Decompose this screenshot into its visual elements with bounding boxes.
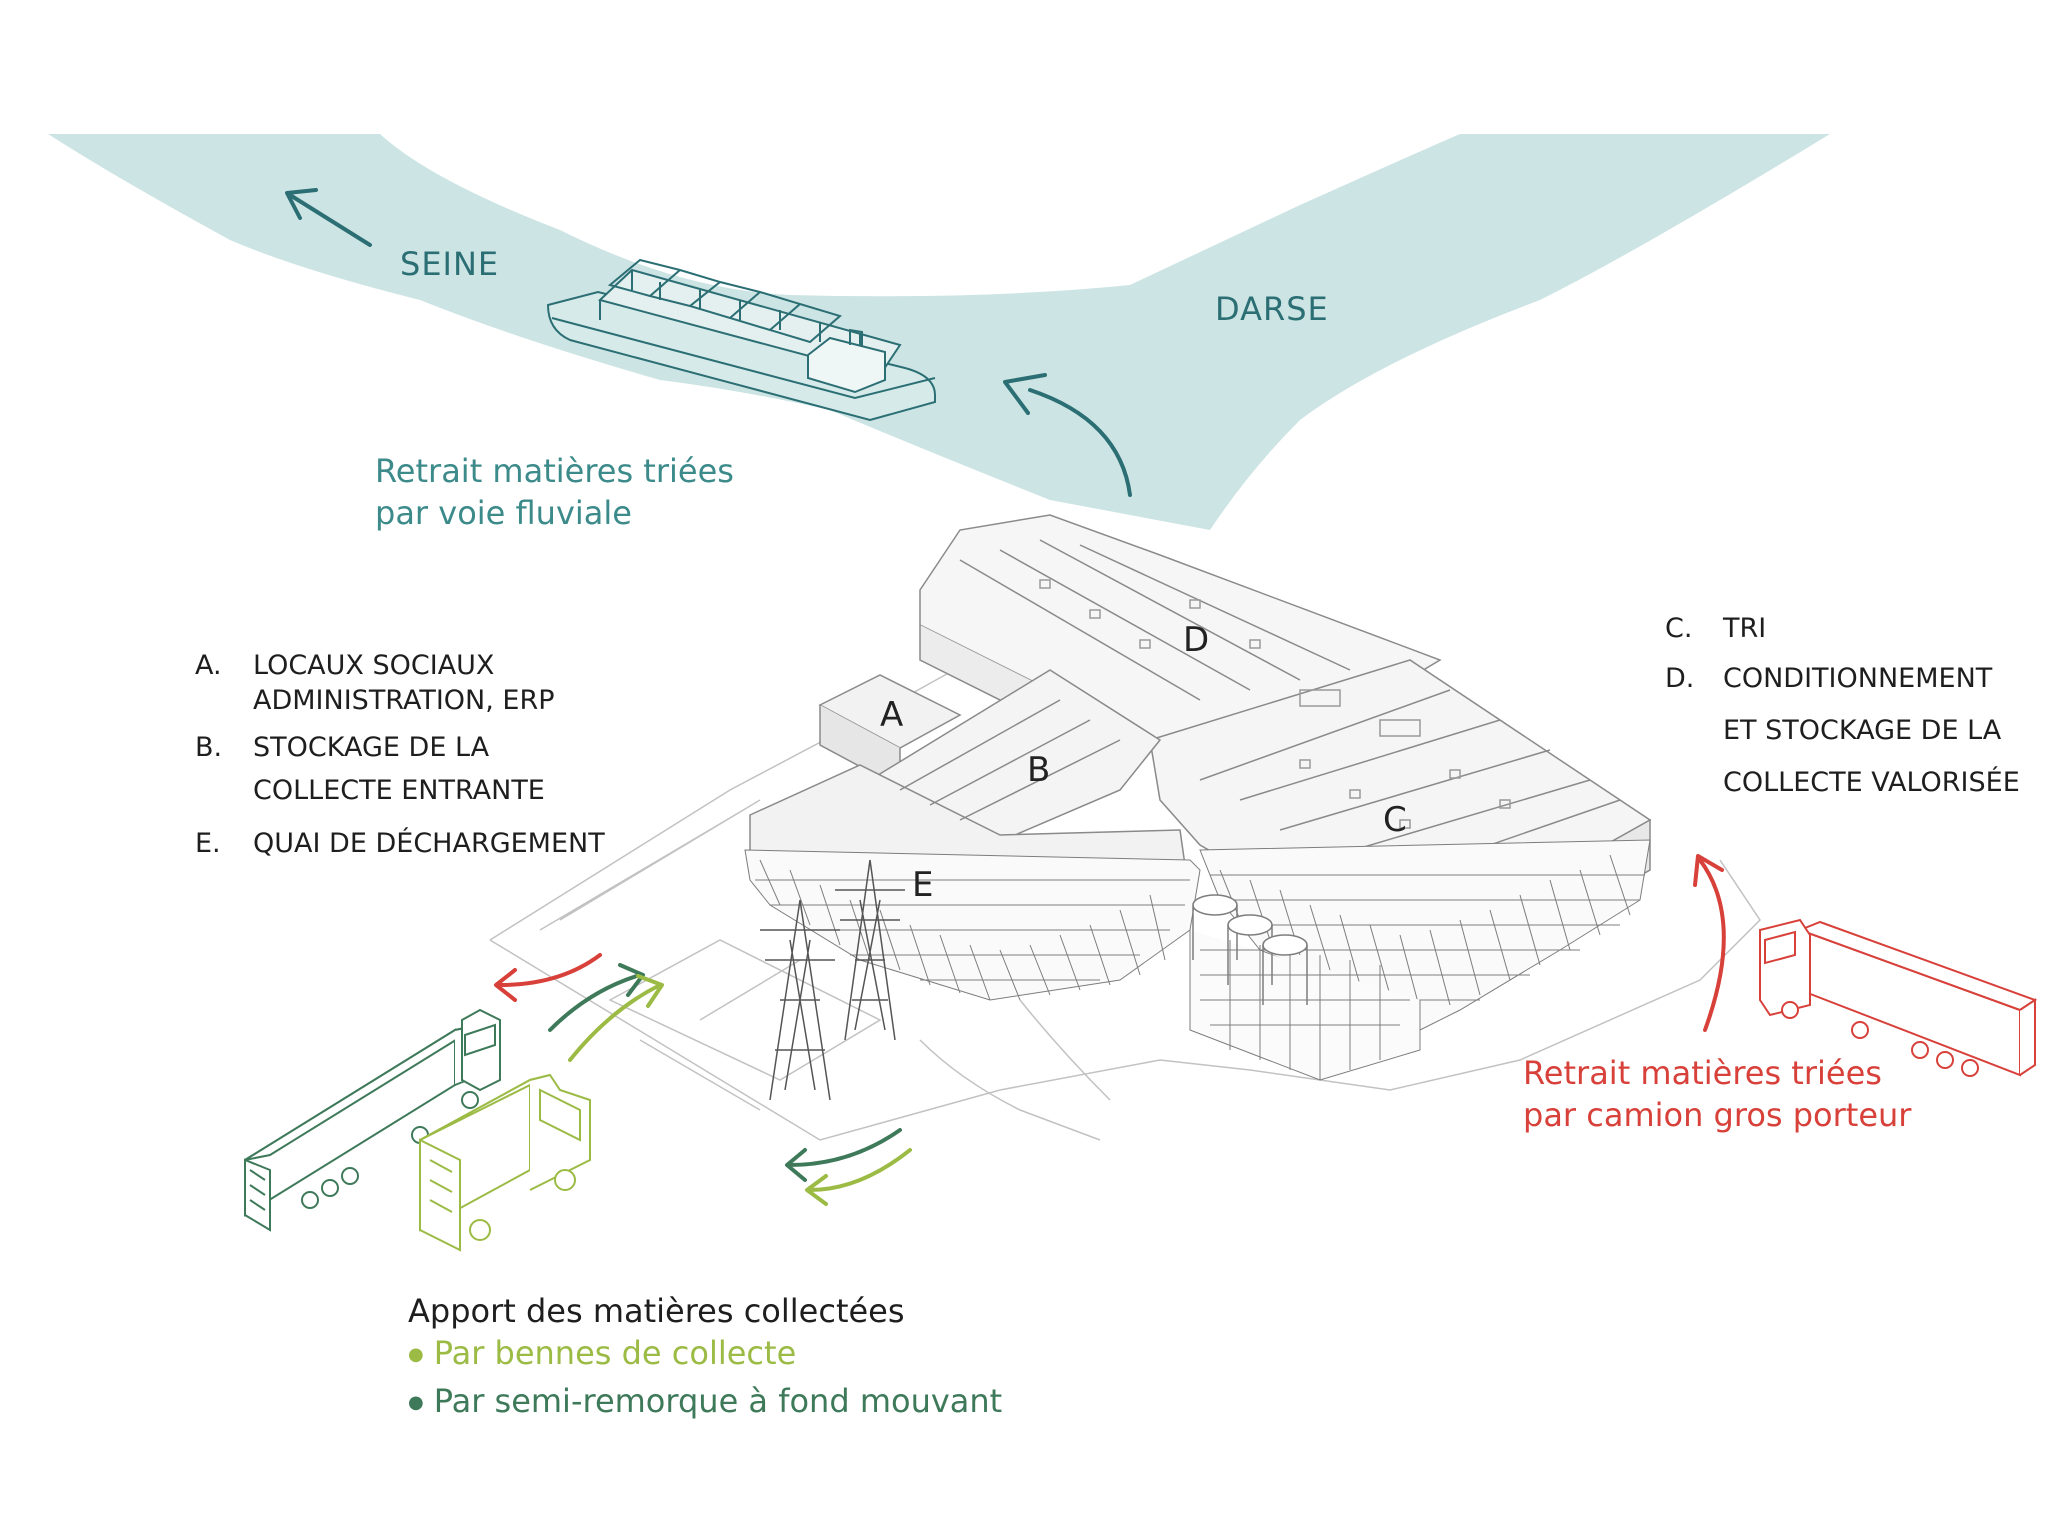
flow-arrow-icon: [785, 1148, 807, 1182]
caption-truck-line1: Retrait matières triées: [1523, 1054, 1882, 1092]
legend-text: ADMINISTRATION, ERP: [253, 685, 555, 716]
flow-arrow-icon: [1028, 388, 1132, 497]
barge-icon: [546, 258, 936, 422]
zone-label-d: D: [1183, 620, 1210, 660]
flow-arrow-icon: [498, 953, 602, 987]
bullet-text: Par semi-remorque à fond mouvant: [433, 1382, 1003, 1420]
label-darse: DARSE: [1215, 290, 1329, 328]
flow-arrow-icon: [1698, 858, 1726, 1032]
zone-label-c: C: [1383, 800, 1407, 840]
flow-arrow-icon: [805, 1174, 828, 1206]
caption-apport-bennes: Par bennes de collecte: [408, 1332, 1002, 1380]
caption-truck-line2: par camion gros porteur: [1523, 1096, 1912, 1134]
legend-key: E.: [195, 828, 221, 859]
legend-left: A. LOCAUX SOCIAUX ADMINISTRATION, ERP B. S…: [195, 652, 605, 857]
facade-mesh: [744, 839, 1651, 1081]
flow-arrow-icon: [1003, 373, 1047, 415]
flow-arrow-icon: [788, 1128, 902, 1167]
caption-river-line1: Retrait matières triées: [375, 452, 734, 490]
legend-text: TRI: [1723, 613, 1767, 644]
legend-item-e: E. QUAI DE DÉCHARGEMENT: [195, 830, 605, 857]
legend-key: C.: [1665, 613, 1693, 644]
bullet-text: Par bennes de collecte: [433, 1334, 797, 1372]
legend-text: ET STOCKAGE DE LA: [1723, 715, 2002, 746]
legend-item-c: C. TRI: [1665, 615, 2020, 665]
zone-label-a: A: [880, 695, 904, 735]
flow-arrow-icon: [494, 968, 517, 1002]
legend-key: A.: [195, 650, 222, 681]
legend-key: B.: [195, 732, 223, 763]
legend-text: COLLECTE ENTRANTE: [253, 775, 545, 806]
legend-text: STOCKAGE DE LA: [253, 732, 490, 763]
legend-item-d: D. CONDITIONNEMENT ET STOCKAGE DE LA COLL…: [1665, 665, 2020, 796]
caption-river-removal: Retrait matières triées par voie fluvial…: [375, 450, 734, 534]
zone-label-b: B: [1027, 750, 1051, 790]
caption-truck-removal: Retrait matières triées par camion gros …: [1523, 1052, 1911, 1136]
caption-apport: Apport des matières collectées Par benne…: [408, 1290, 1002, 1428]
caption-apport-title: Apport des matières collectées: [408, 1292, 905, 1330]
semi-truck-icon: [1759, 918, 2038, 1077]
legend-text: LOCAUX SOCIAUX: [253, 650, 495, 681]
flow-arrow-icon: [548, 973, 642, 1032]
zone-label-e: E: [912, 865, 934, 905]
flow-arrow-icon: [288, 193, 372, 247]
legend-item-a: A. LOCAUX SOCIAUX ADMINISTRATION, ERP: [195, 652, 605, 724]
legend-item-b: B. STOCKAGE DE LA COLLECTE ENTRANTE: [195, 734, 605, 830]
legend-key: D.: [1665, 663, 1695, 694]
silo-icon: [1192, 894, 1308, 1005]
flow-arrow-icon: [285, 188, 318, 220]
river-seine-darse: [48, 134, 1830, 530]
flow-arrow-icon: [808, 1148, 912, 1192]
semi-truck-icon: [244, 1008, 501, 1232]
legend-text: QUAI DE DÉCHARGEMENT: [253, 828, 605, 859]
caption-apport-semi: Par semi-remorque à fond mouvant: [408, 1380, 1003, 1428]
flow-arrow-icon: [1693, 854, 1724, 887]
flow-arrow-icon: [618, 963, 645, 997]
legend-text: CONDITIONNEMENT: [1723, 663, 1993, 694]
flow-arrow-icon: [636, 974, 664, 1008]
garbage-truck-icon: [419, 1073, 591, 1252]
legend-text: COLLECTE VALORISÉE: [1723, 767, 2020, 798]
caption-river-line2: par voie fluviale: [375, 494, 632, 532]
pylon-icon: [760, 859, 905, 1101]
label-seine: SEINE: [400, 245, 500, 283]
flow-arrow-icon: [568, 983, 662, 1062]
legend-right: C. TRI D. CONDITIONNEMENT ET STOCKAGE DE L…: [1665, 615, 2020, 796]
